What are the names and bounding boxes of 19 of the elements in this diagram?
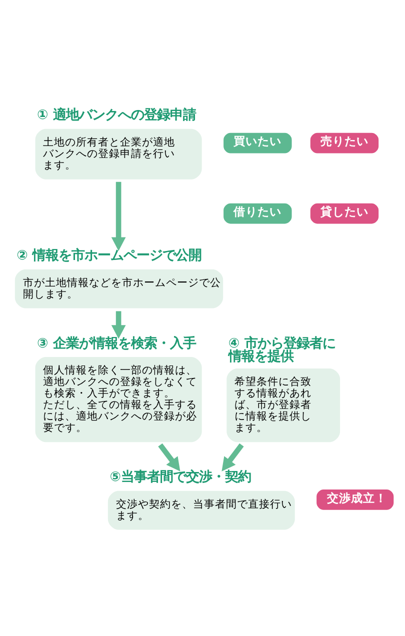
node-label: ② 情報を市ホームページで公開 bbox=[16, 248, 202, 264]
node-box: 売りたい bbox=[310, 132, 379, 153]
arrow bbox=[222, 442, 244, 471]
node-box: 土地の所有者と企業が適地バンクへの登録申請を行います。 bbox=[35, 128, 202, 179]
node-box: 交渉成立！ bbox=[316, 488, 394, 510]
node-label: ⑤当事者間で交渉・契約 bbox=[110, 470, 251, 485]
arrow bbox=[158, 442, 180, 471]
node-box: 交渉や契約を、当事者間で直接行います。 bbox=[108, 490, 295, 530]
arrow bbox=[111, 310, 126, 338]
arrow bbox=[111, 181, 126, 250]
node-box: 貸したい bbox=[310, 202, 379, 224]
node-box: 希望条件に合致する情報があれば、市が登録者に情報を提供します。 bbox=[226, 368, 340, 442]
node-label: ① 適地バンクへの登録申請 bbox=[37, 108, 196, 123]
node-box: 個人情報を除く一部の情報は、適地バンクへの登録をしなくても検索・入手ができます。 ただし、全ての情報を入手するには、適地バンクへの登録が必要です。 bbox=[35, 356, 202, 442]
node-box: 借りたい bbox=[224, 202, 292, 224]
node-box: 市が土地情報などを市ホームページで公開します。 bbox=[14, 268, 224, 308]
node-label: ③ 企業が情報を検索・入手 bbox=[37, 336, 196, 351]
node-label: ④ 市から登録者に情報を提供 bbox=[228, 336, 336, 364]
node-box: 買いたい bbox=[224, 132, 292, 153]
